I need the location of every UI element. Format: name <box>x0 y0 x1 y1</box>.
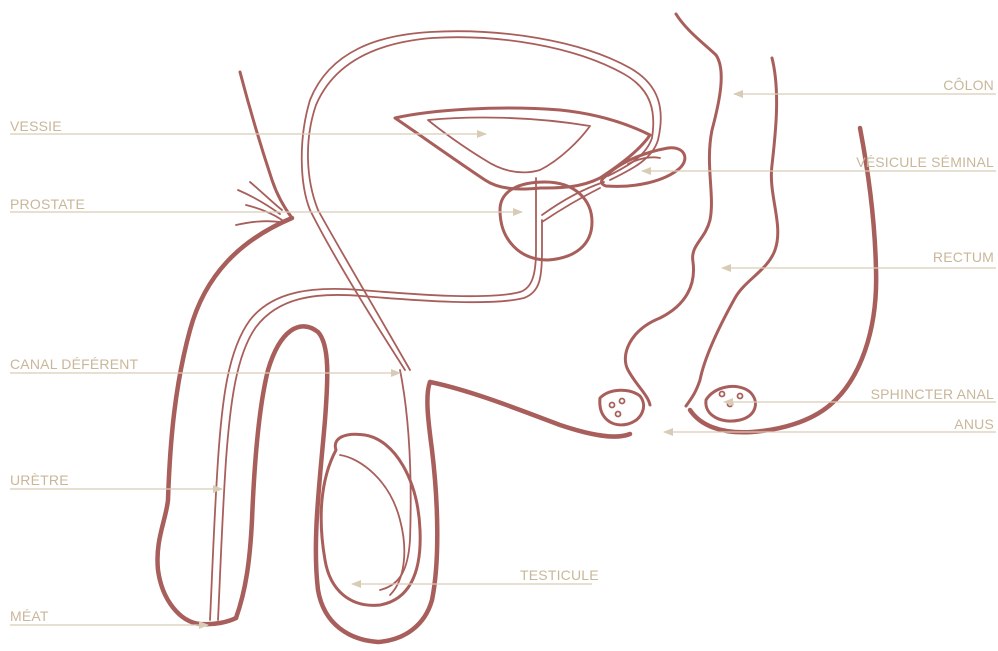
prostate-outline <box>500 182 604 260</box>
penis-outline <box>157 218 437 642</box>
testicle-outline <box>321 434 420 605</box>
label-vessie: VESSIE <box>10 118 62 134</box>
label-testicule: TESTICULE <box>520 567 599 583</box>
label-prostate: PROSTATE <box>10 196 85 212</box>
colon-rectum-outline <box>625 14 876 432</box>
label-meat: MÉAT <box>10 608 49 624</box>
label-anus: ANUS <box>954 416 994 432</box>
label-uretre: URÈTRE <box>10 472 69 488</box>
bladder-outline <box>395 108 650 189</box>
anal-sphincter-outline <box>600 386 756 424</box>
label-sphincter-anal: SPHINCTER ANAL <box>871 386 994 402</box>
label-canal-deferent: CANAL DÉFÉRENT <box>10 356 138 372</box>
label-vesicule-seminal: VÉSICULE SÉMINAL <box>856 154 994 170</box>
label-colon: CÔLON <box>943 77 994 93</box>
pubic-line <box>236 72 292 225</box>
label-rectum: RECTUM <box>933 249 994 265</box>
vas-deferens-outline <box>302 31 661 590</box>
